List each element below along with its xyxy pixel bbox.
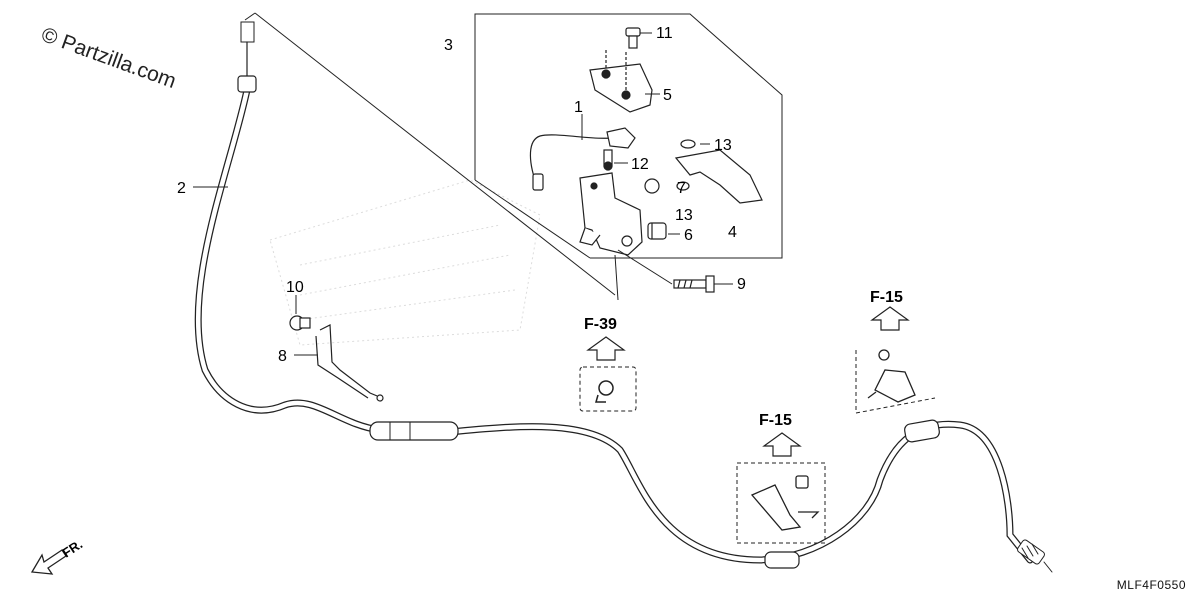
- assembly-box-outline: [474, 13, 783, 259]
- callout-4: 4: [728, 224, 737, 241]
- callout-1: 1: [574, 99, 583, 116]
- ref-label-f15-lower: F-15: [759, 412, 792, 429]
- switch-part-1: [529, 127, 636, 191]
- callout-9: 9: [737, 276, 746, 293]
- screw-part-11: [625, 27, 641, 49]
- callout-10: 10: [286, 279, 304, 296]
- callout-3: 3: [444, 37, 453, 54]
- clamp-ref-f15-upper: [855, 349, 936, 414]
- bolt-part-10: [289, 315, 311, 331]
- diagram-code: MLF4F0550: [1116, 578, 1186, 592]
- cap-part-6: [647, 222, 667, 240]
- lever-part-4: [674, 139, 763, 204]
- callout-leaders: [193, 32, 733, 356]
- exploded-view-leaders: [244, 12, 619, 301]
- callout-11: 11: [656, 25, 673, 42]
- watermark-text: © Partzilla.com: [40, 23, 179, 93]
- callout-13-bottom: 13: [675, 207, 693, 224]
- arrow-ref-f15-lower: [762, 432, 802, 457]
- clamp-ref-f15-lower: [736, 462, 826, 544]
- ref-label-f39: F-39: [584, 316, 617, 333]
- cover-plate-part-5: [589, 50, 653, 113]
- callout-12: 12: [631, 156, 649, 173]
- callout-labels: 2 3 1 11 5 12 13 7 13 6 4 9 10 8: [177, 25, 746, 365]
- bolt-part-9: [617, 249, 715, 293]
- arrow-ref-f15-upper: [870, 306, 910, 331]
- arrow-ref-f39: [586, 336, 626, 361]
- bolt-part-12: [603, 149, 613, 171]
- background-ghost-pattern: [269, 179, 541, 346]
- main-cable: [194, 21, 1053, 573]
- front-arrow-icon: [30, 549, 67, 575]
- front-direction-indicator: FR.: [30, 537, 85, 575]
- clamp-ref-f39: [579, 366, 637, 412]
- bracket-part-8: [315, 324, 384, 402]
- ref-label-f15-upper: F-15: [870, 289, 903, 306]
- callout-13-top: 13: [714, 137, 732, 154]
- callout-2: 2: [177, 180, 186, 197]
- callout-5: 5: [663, 87, 672, 104]
- reference-labels: F-39 F-15 F-15: [584, 289, 903, 429]
- lever-housing: [579, 172, 643, 256]
- callout-7: 7: [677, 180, 686, 197]
- pin-part-7: [644, 178, 660, 194]
- watermark-logo: © Partzilla.com: [40, 23, 179, 93]
- callout-8: 8: [278, 348, 287, 365]
- callout-6: 6: [684, 227, 693, 244]
